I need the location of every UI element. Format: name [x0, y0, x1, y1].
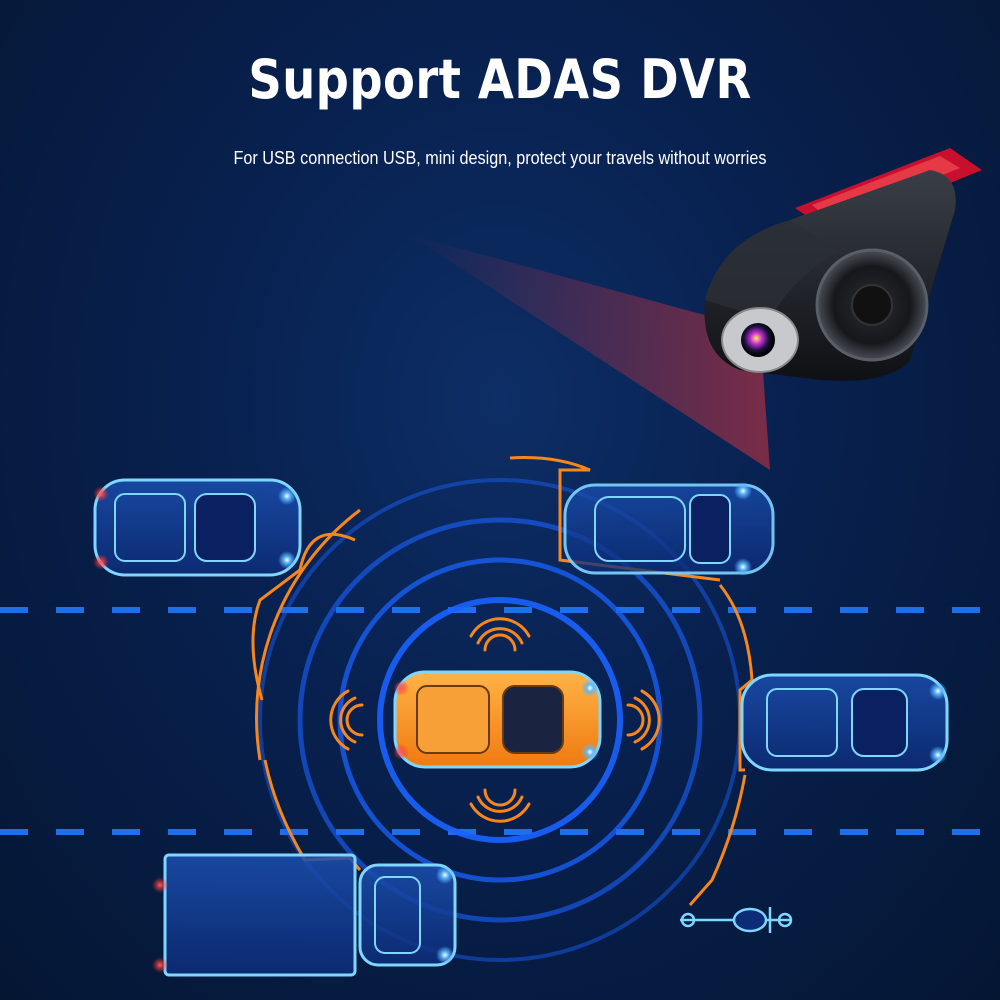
ego-car-icon: [393, 670, 602, 769]
car-icon: [93, 478, 302, 577]
detection-arcs: [251, 456, 754, 906]
car-icon: [740, 673, 949, 772]
wifi-signal-icon: [469, 617, 531, 652]
dashcam-dvr-icon: [704, 148, 982, 381]
wifi-signal-icon: [626, 689, 661, 751]
wifi-signal-icon: [469, 788, 531, 823]
camera-beam: [410, 235, 770, 470]
subheadline: For USB connection USB, mini design, pro…: [233, 148, 767, 168]
car-icon: [563, 482, 775, 576]
motorcycle-icon: [680, 907, 793, 933]
headline: Support ADAS DVR: [248, 48, 752, 111]
truck-icon: [152, 853, 457, 977]
wifi-signal-icon: [329, 689, 364, 751]
